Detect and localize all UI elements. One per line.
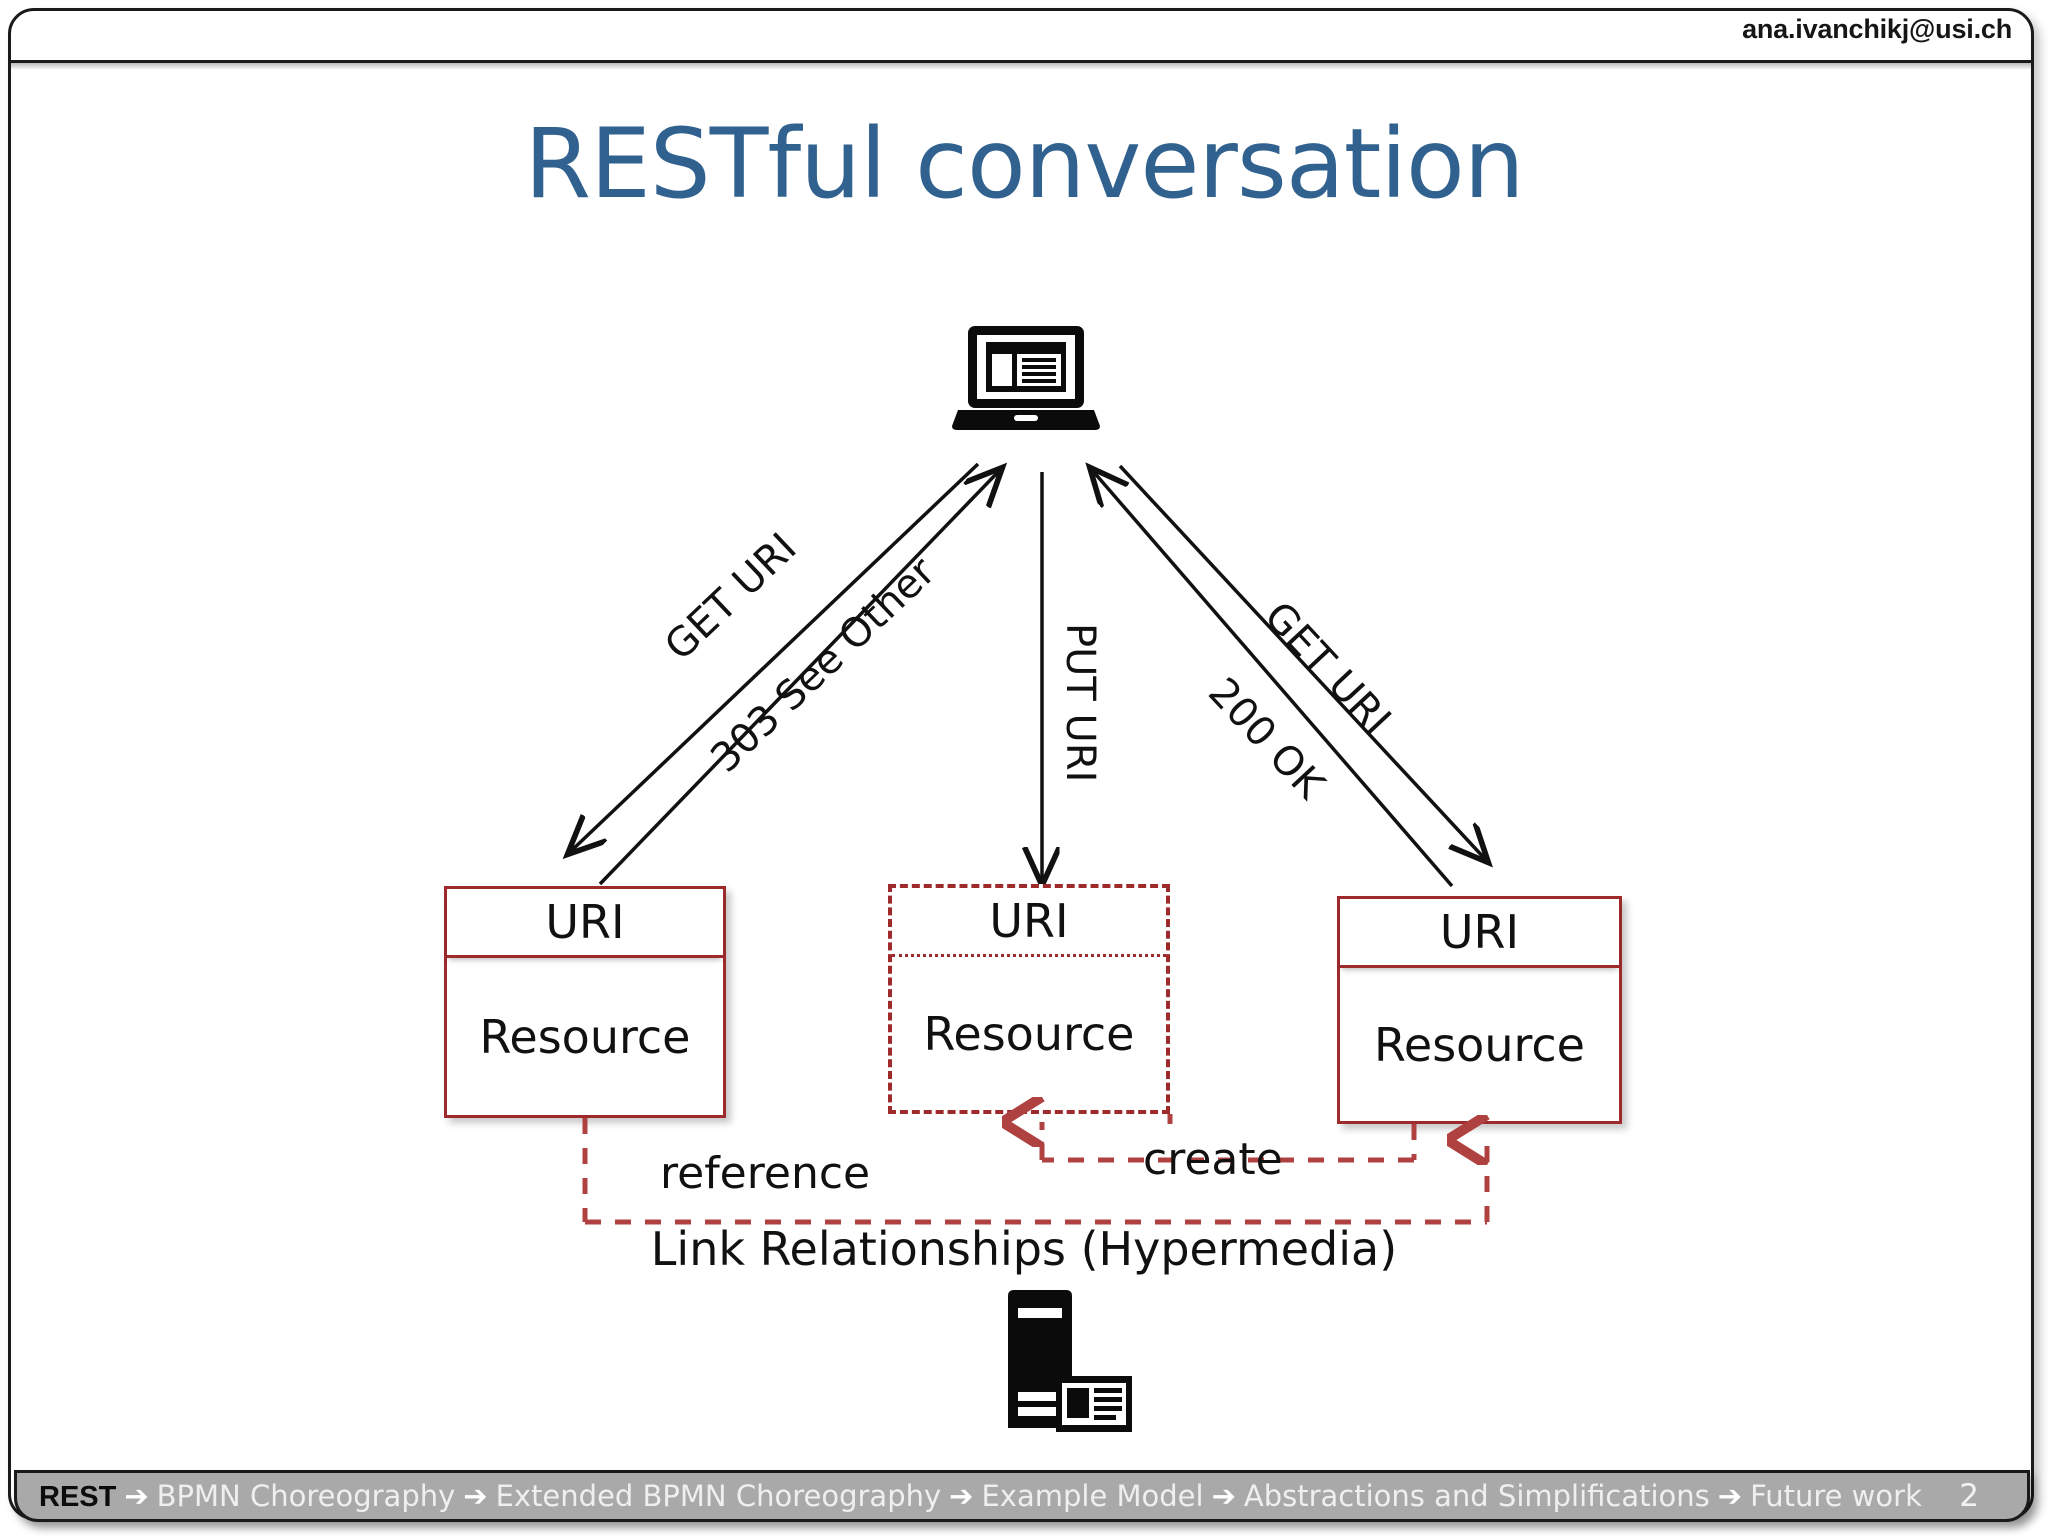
breadcrumb-arrow-icon: ➔ (463, 1478, 488, 1513)
resource-box-right[interactable]: URI Resource (1337, 896, 1622, 1124)
resource-box-middle[interactable]: URI Resource (888, 884, 1170, 1114)
breadcrumb-item-example-model[interactable]: Example Model (981, 1478, 1204, 1513)
laptop-icon (952, 324, 1100, 434)
reference-link-label: reference (660, 1148, 871, 1199)
slide-frame (8, 8, 2034, 1520)
breadcrumb-item-extended-bpmn-choreography[interactable]: Extended BPMN Choreography (495, 1478, 942, 1513)
breadcrumb-arrow-icon: ➔ (1717, 1478, 1743, 1513)
resource-uri-label: URI (892, 888, 1166, 957)
arrow-label-put-uri: PUT URI (1057, 623, 1103, 783)
breadcrumb-item-bpmn-choreography[interactable]: BPMN Choreography (156, 1478, 456, 1513)
author-email: ana.ivanchikj@usi.ch (1742, 14, 2012, 44)
breadcrumb-arrow-icon: ➔ (1211, 1478, 1236, 1513)
page-number: 2 (1959, 1478, 1979, 1514)
resource-uri-label: URI (1340, 899, 1619, 968)
breadcrumb-item-future-work[interactable]: Future work (1750, 1478, 1922, 1513)
create-link-label: create (1143, 1134, 1283, 1185)
server-icon (1000, 1288, 1136, 1436)
breadcrumb-item-rest[interactable]: REST (39, 1480, 117, 1513)
resource-body-label: Resource (479, 1009, 691, 1064)
resource-box-left[interactable]: URI Resource (444, 886, 726, 1118)
page-title: RESTful conversation (524, 108, 1524, 220)
footer-breadcrumb-bar: REST➔BPMN Choreography➔Extended BPMN Cho… (14, 1470, 2030, 1522)
breadcrumb-item-abstractions-and-simplifications[interactable]: Abstractions and Simplifications (1243, 1478, 1710, 1513)
breadcrumb-arrow-icon: ➔ (124, 1478, 149, 1513)
breadcrumb: REST➔BPMN Choreography➔Extended BPMN Cho… (39, 1479, 1959, 1514)
resource-uri-label: URI (447, 889, 723, 958)
resource-body-label: Resource (1374, 1017, 1585, 1072)
resource-body-label: Resource (923, 1006, 1135, 1061)
hypermedia-caption: Link Relationships (Hypermedia) (650, 1222, 1398, 1276)
header-divider (11, 60, 2031, 70)
breadcrumb-arrow-icon: ➔ (949, 1478, 974, 1513)
